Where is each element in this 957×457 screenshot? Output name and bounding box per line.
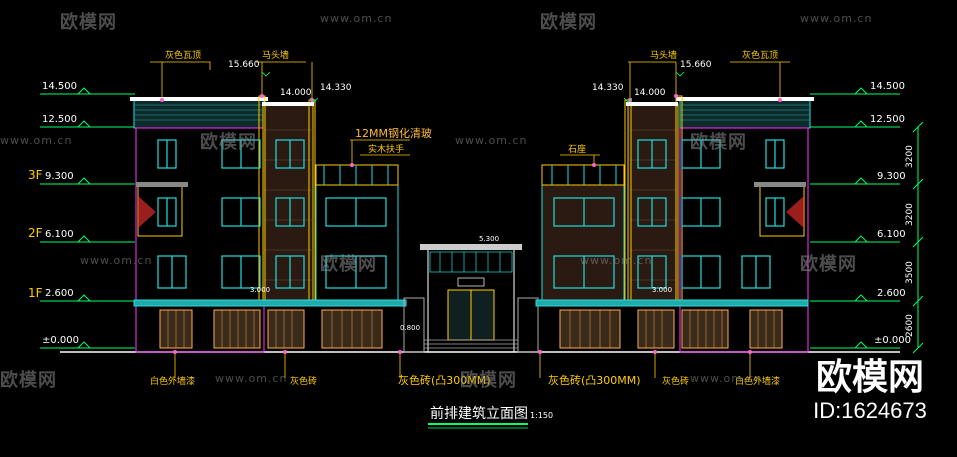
brand-watermark: 欧模网 ID:1624673: [800, 358, 940, 424]
note-brick-left: 灰色砖: [290, 375, 317, 387]
spot-left-mid: 14.000: [280, 88, 312, 98]
note-paint-left: 白色外墙漆: [150, 375, 195, 387]
note-glass-rail: 12MM钢化清玻: [355, 126, 432, 140]
note-wood-handrail: 实木扶手: [368, 143, 404, 155]
level-left-4: 2.600: [45, 288, 74, 299]
note-brick-left-300: 灰色砖(凸300MM): [398, 373, 491, 387]
note-brick-right: 灰色砖: [662, 375, 689, 387]
spot-right-mid: 14.000: [634, 88, 666, 98]
level-left-2: 9.300: [45, 171, 74, 182]
spot-right-canopy: 3.000: [652, 286, 672, 294]
spot-right-side: 14.330: [592, 83, 624, 93]
note-roof-left: 灰色瓦顶: [165, 49, 201, 61]
brand-id: ID:1624673: [813, 398, 927, 423]
note-parapet-right: 马头墙: [650, 49, 677, 61]
spot-gate-top: 5.300: [479, 235, 499, 243]
dim-1: 3200: [905, 203, 915, 226]
floor-mark-1f: 1F: [28, 286, 43, 300]
note-brick-right-300: 灰色砖(凸300MM): [548, 373, 641, 387]
level-right-1: 12.500: [870, 114, 905, 125]
spot-left-top: 15.660: [228, 60, 260, 70]
floor-mark-3f: 3F: [28, 168, 43, 182]
level-left-0: 14.500: [42, 81, 77, 92]
level-right-0: 14.500: [870, 81, 905, 92]
dim-3: 2600: [905, 314, 915, 337]
level-right-4: 2.600: [877, 288, 906, 299]
note-stone-seat: 石座: [568, 143, 586, 155]
drawing-title: 前排建筑立面图: [430, 405, 528, 422]
spot-left-side: 14.330: [320, 83, 352, 93]
left-building: [130, 95, 407, 353]
note-paint-right: 白色外墙漆: [735, 375, 780, 387]
spot-step: 0.800: [400, 324, 420, 332]
spot-right-top: 15.660: [680, 60, 712, 70]
floor-mark-2f: 2F: [28, 226, 43, 240]
level-left-1: 12.500: [42, 114, 77, 125]
dim-2: 3500: [905, 261, 915, 284]
level-right-5: ±0.000: [874, 335, 911, 346]
drawing-scale: 1:150: [530, 411, 553, 420]
note-parapet-left: 马头墙: [262, 49, 289, 61]
right-building: [535, 95, 814, 353]
level-right-3: 6.100: [877, 229, 906, 240]
level-left-3: 6.100: [45, 229, 74, 240]
level-left-5: ±0.000: [42, 335, 79, 346]
note-roof-right: 灰色瓦顶: [742, 49, 778, 61]
brand-logo-text: 欧模网: [815, 357, 924, 398]
level-right-2: 9.300: [877, 171, 906, 182]
spot-left-canopy: 3.000: [250, 286, 270, 294]
entrance-gate: [403, 244, 539, 353]
dim-0: 3200: [905, 145, 915, 168]
